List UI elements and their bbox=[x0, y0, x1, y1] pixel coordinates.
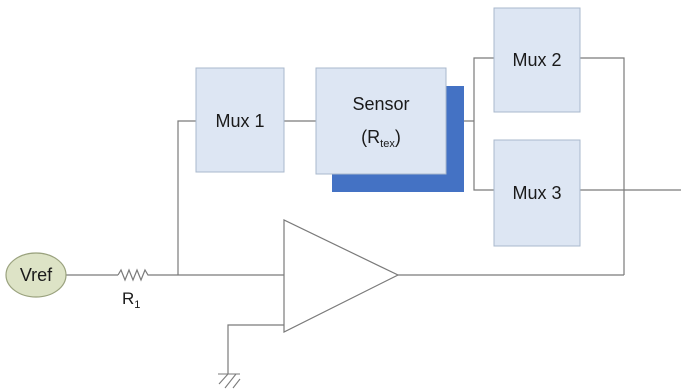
op-amp-triangle bbox=[283, 219, 400, 333]
wire-amp-ground bbox=[227, 324, 284, 374]
wire-to-mux3 bbox=[473, 121, 494, 191]
mux3-block: Mux 3 bbox=[493, 139, 581, 247]
sensor-rect bbox=[315, 67, 447, 175]
resistor-zigzag-icon bbox=[117, 268, 150, 282]
mux1-rect bbox=[195, 67, 285, 173]
sensor-open-paren: ( bbox=[361, 127, 367, 147]
resistor-label-subscript: 1 bbox=[134, 299, 140, 311]
sensor-block: Sensor (Rtex) bbox=[315, 67, 447, 175]
sensor-close-paren: ) bbox=[395, 127, 401, 147]
mux2-rect bbox=[493, 7, 581, 113]
sensor-label: Sensor bbox=[352, 94, 409, 114]
mux3-rect bbox=[493, 139, 581, 247]
sensor-rtex-label: (Rtex) bbox=[361, 127, 401, 150]
wire-mux2-feedback bbox=[580, 57, 625, 275]
wire-to-mux2 bbox=[473, 57, 494, 121]
sensor-subscript: tex bbox=[380, 138, 395, 150]
vref-ellipse bbox=[5, 252, 67, 298]
resistor-label-r: R bbox=[122, 289, 134, 308]
sensor-r: R bbox=[367, 127, 380, 147]
ground-icon bbox=[218, 373, 241, 389]
resistor-label: R1 bbox=[122, 289, 140, 311]
mux2-block: Mux 2 bbox=[493, 7, 581, 113]
mux1-block: Mux 1 bbox=[195, 67, 285, 173]
vref-source: Vref bbox=[5, 252, 67, 298]
mux1-label: Mux 1 bbox=[215, 111, 264, 131]
wire-node-mux1 bbox=[177, 120, 196, 275]
mux3-label: Mux 3 bbox=[512, 183, 561, 203]
mux2-label: Mux 2 bbox=[512, 50, 561, 70]
vref-label: Vref bbox=[20, 265, 53, 285]
